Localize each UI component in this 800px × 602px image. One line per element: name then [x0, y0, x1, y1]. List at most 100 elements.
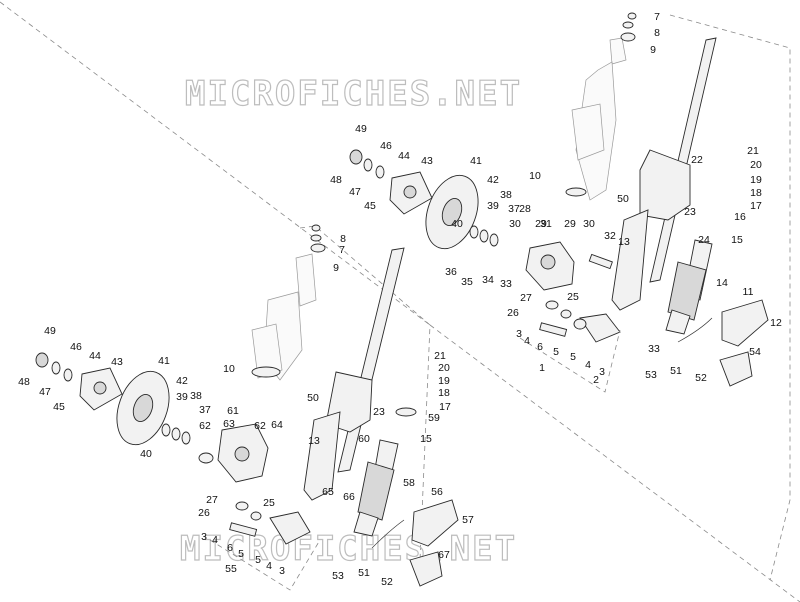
watermark-top: MICROFICHES.NET — [185, 74, 522, 114]
callout-number-lower: 59 — [428, 412, 440, 424]
callout-number-upper: 3 — [599, 366, 605, 378]
callout-number-upper: 5 — [570, 351, 576, 363]
callout-number-upper: 4 — [524, 335, 530, 347]
callout-number-lower: 10 — [223, 363, 235, 375]
callout-number-lower: 58 — [403, 477, 415, 489]
callout-number-lower: 62 — [199, 420, 211, 432]
callout-number-lower: 61 — [227, 405, 239, 417]
callout-number-upper: 13 — [618, 236, 630, 248]
callout-number-lower: 56 — [431, 486, 443, 498]
callout-number-upper: 37 — [508, 203, 520, 215]
lower-assembly — [35, 224, 459, 591]
callout-number-upper: 32 — [604, 230, 616, 242]
callout-number-upper: 36 — [445, 266, 457, 278]
callout-number-lower: 50 — [307, 392, 319, 404]
callout-number-lower: 13 — [308, 435, 320, 447]
callout-number-lower: 44 — [89, 350, 101, 362]
bearings-upper — [349, 12, 637, 247]
callout-number-upper: 44 — [398, 150, 410, 162]
callout-number-upper: 35 — [461, 276, 473, 288]
axle-lower — [229, 501, 311, 545]
callout-number-upper: 46 — [380, 140, 392, 152]
callout-number-lower: 20 — [438, 362, 450, 374]
callout-number-lower: 52 — [381, 576, 393, 588]
brake-disc-upper — [425, 174, 479, 250]
callout-number-lower: 53 — [332, 570, 344, 582]
wheel-hub-lower — [79, 367, 123, 411]
callout-number-lower: 18 — [438, 387, 450, 399]
callout-number-upper: 29 — [564, 218, 576, 230]
callout-number-upper: 8 — [654, 27, 660, 39]
callout-number-upper: 12 — [770, 317, 782, 329]
axle-upper — [539, 300, 621, 343]
callout-number-upper: 40 — [451, 218, 463, 230]
callout-number-lower: 26 — [198, 507, 210, 519]
callout-number-lower: 60 — [358, 433, 370, 445]
callout-number-upper: 26 — [507, 307, 519, 319]
brake-caliper-upper — [525, 241, 613, 291]
mudguard-bracket-lower — [371, 499, 459, 587]
callout-number-lower: 64 — [271, 419, 283, 431]
callout-number-upper: 19 — [750, 174, 762, 186]
callout-number-lower: 3 — [201, 531, 207, 543]
callout-number-lower: 25 — [263, 497, 275, 509]
brake-disc-lower — [116, 370, 170, 446]
callout-number-lower: 5 — [238, 548, 244, 560]
callout-number-upper: 34 — [482, 274, 494, 286]
callout-number-upper: 28 — [519, 203, 531, 215]
callout-number-upper: 31 — [540, 218, 552, 230]
callout-number-upper: 15 — [731, 234, 743, 246]
callout-number-upper: 47 — [349, 186, 361, 198]
callout-number-lower: 65 — [322, 486, 334, 498]
callout-number-upper: 27 — [520, 292, 532, 304]
callout-number-lower: 45 — [53, 401, 65, 413]
callout-number-upper: 11 — [743, 286, 754, 298]
callout-number-upper: 49 — [355, 123, 367, 135]
callout-number-lower: 41 — [158, 355, 170, 367]
callout-number-lower: 51 — [358, 567, 370, 579]
callout-number-lower: 42 — [176, 375, 188, 387]
callout-number-lower: 55 — [225, 563, 237, 575]
callout-number-upper: 39 — [487, 200, 499, 212]
callout-number-upper: 50 — [617, 193, 629, 205]
callout-number-upper: 2 — [593, 374, 599, 386]
callout-number-lower: 27 — [206, 494, 218, 506]
callout-number-lower: 37 — [199, 404, 211, 416]
callout-number-upper: 53 — [645, 369, 657, 381]
callout-number-upper: 7 — [654, 11, 660, 23]
fork-leg-lower — [303, 247, 405, 501]
callout-number-lower: 57 — [462, 514, 474, 526]
callout-number-upper: 3 — [516, 328, 522, 340]
wheel-hub-upper — [389, 171, 433, 215]
callout-number-lower: 43 — [111, 356, 123, 368]
callout-number-upper: 45 — [364, 200, 376, 212]
mudguard-bracket-upper — [677, 299, 769, 387]
callout-number-upper: 41 — [470, 155, 482, 167]
callout-number-upper: 14 — [716, 277, 728, 289]
callout-number-upper: 6 — [537, 341, 543, 353]
callout-number-lower: 5 — [255, 554, 261, 566]
steering-column-ghost-lower — [251, 253, 317, 381]
callout-number-upper: 25 — [567, 291, 579, 303]
callout-number-upper: 52 — [695, 372, 707, 384]
upper-assembly — [349, 12, 769, 393]
callout-number-upper: 29 — [535, 218, 547, 230]
callout-number-lower: 8 — [340, 233, 346, 245]
callout-number-lower: 19 — [438, 375, 450, 387]
callout-number-upper: 10 — [529, 170, 541, 182]
callout-number-lower: 4 — [212, 534, 218, 546]
callout-number-lower: 67 — [438, 549, 450, 561]
watermark-bottom: MICROFICHES.NET — [180, 529, 517, 569]
brake-caliper-lower — [217, 423, 269, 483]
callout-number-upper: 22 — [691, 154, 703, 166]
callout-number-lower: 40 — [140, 448, 152, 460]
shock-absorber-lower — [353, 439, 399, 537]
callout-number-upper: 4 — [585, 359, 591, 371]
callout-number-lower: 62 — [254, 420, 266, 432]
callout-number-upper: 30 — [509, 218, 521, 230]
callout-number-upper: 33 — [500, 278, 512, 290]
callout-number-upper: 33 — [648, 343, 660, 355]
steering-column-ghost — [571, 37, 627, 201]
